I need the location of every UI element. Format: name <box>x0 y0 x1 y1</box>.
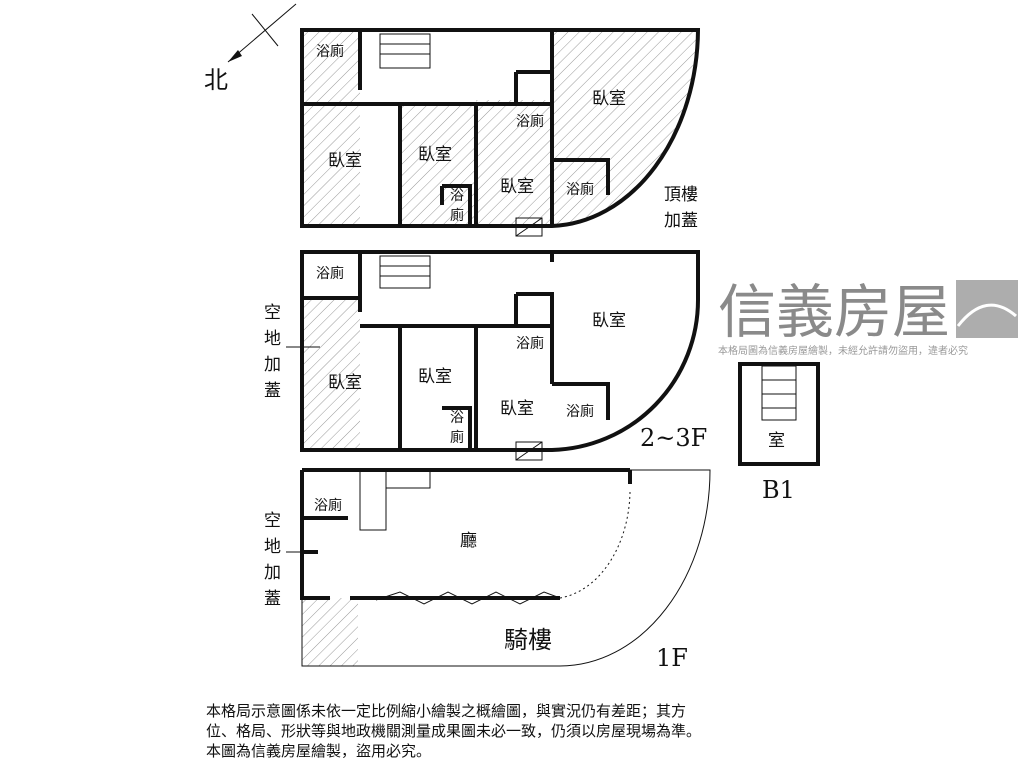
room-label: 室 <box>768 431 785 451</box>
side-label: 加 <box>264 563 281 583</box>
floor-2-3: 浴廁 臥室 臥室 浴 廁 浴廁 臥室 臥室 浴廁 2~3F 空 地 加 蓋 <box>264 250 707 461</box>
room-label: 浴廁 <box>516 113 544 130</box>
side-label: 地 <box>264 329 281 349</box>
watermark-brand: 信義房屋 <box>718 278 950 346</box>
floor-label: 加蓋 <box>664 211 698 231</box>
room-label: 浴廁 <box>566 403 594 420</box>
basement: 室 B1 <box>738 362 820 504</box>
room-label: 浴廁 <box>516 335 544 352</box>
floor-label: 2~3F <box>640 424 707 452</box>
room-label: 臥室 <box>328 151 362 171</box>
room-label: 臥室 <box>592 89 626 109</box>
room-label: 廳 <box>460 531 477 551</box>
room-label: 廁 <box>450 429 464 446</box>
room-label: 浴廁 <box>566 181 594 198</box>
side-label: 地 <box>264 537 281 557</box>
room-label: 浴 <box>450 188 464 204</box>
disclaimer-note: 本格局示意圖係未依一定比例縮小繪製之概繪圖，與實況仍有差距；其方 位、格局、形狀… <box>206 701 826 761</box>
room-label: 臥室 <box>418 145 452 165</box>
room-label: 浴廁 <box>316 43 344 60</box>
room-label: 臥室 <box>592 311 626 331</box>
floor-label: 頂樓 <box>664 185 698 205</box>
room-label: 廁 <box>450 207 464 224</box>
note-line: 本圖為信義房屋繪製，盜用必究。 <box>206 742 432 760</box>
north-label: 北 <box>204 66 228 94</box>
room-label: 臥室 <box>500 177 534 197</box>
room-label: 臥室 <box>500 399 534 419</box>
room-label: 臥室 <box>418 367 452 387</box>
note-line: 位、格局、形狀等與地政機關測量成果圖未必一致，仍須以房屋現場為準。 <box>206 722 702 740</box>
note-line: 本格局示意圖係未依一定比例縮小繪製之概繪圖，與實況仍有差距；其方 <box>206 702 687 720</box>
room-label: 臥室 <box>328 373 362 393</box>
room-label: 浴廁 <box>316 265 344 282</box>
watermark-text: 本格局圖為信義房屋繪製，未經允許請勿盜用，違者必究 <box>718 344 968 357</box>
room-label: 浴 <box>450 410 464 426</box>
room-label: 浴廁 <box>314 497 342 514</box>
side-label: 加 <box>264 355 281 375</box>
side-label: 蓋 <box>264 589 281 609</box>
floor-label: B1 <box>762 476 795 504</box>
side-label: 空 <box>264 511 281 531</box>
room-label: 騎樓 <box>504 626 552 654</box>
roof-floor: 浴廁 臥室 臥室 浴 廁 浴廁 臥室 臥室 浴廁 頂樓 加蓋 <box>300 28 701 237</box>
watermark-logo <box>956 280 1018 338</box>
side-label: 空 <box>264 303 281 323</box>
floor-label: 1F <box>656 644 688 672</box>
side-label: 蓋 <box>264 381 281 401</box>
north-arrow-icon <box>227 3 297 63</box>
floor-1: 浴廁 廳 騎樓 1F 空 地 加 蓋 <box>264 468 711 672</box>
